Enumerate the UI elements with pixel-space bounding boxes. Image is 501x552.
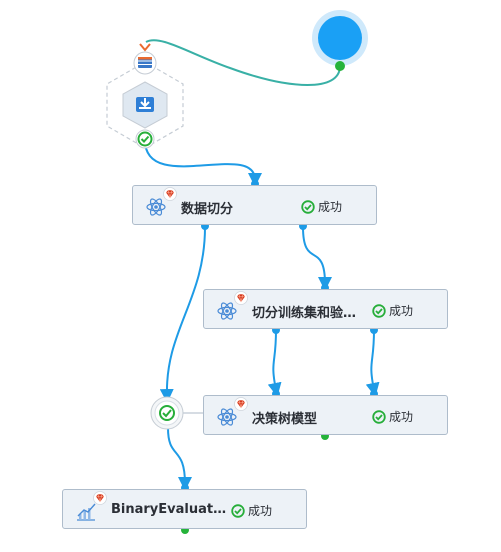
node-status-label: 成功 (318, 200, 343, 214)
node-decision-tree[interactable]: 决策树模型 成功 (203, 395, 448, 435)
node-status: 成功 (231, 502, 272, 519)
ruby-icon (93, 491, 107, 505)
node-status: 成功 (372, 408, 413, 425)
edge-split-to-trainsplit (302, 226, 332, 291)
node-title: 决策树模型 (252, 412, 318, 427)
node-train-split[interactable]: 切分训练集和验… 成功 (203, 289, 448, 329)
line-chart-icon (77, 503, 96, 521)
edge-split-to-evalport (159, 226, 206, 403)
node-status: 成功 (372, 302, 413, 319)
atom-icon (217, 408, 237, 426)
edge-port-to-eval (167, 427, 192, 491)
node-title: BinaryEvaluato… (111, 502, 231, 517)
input-node-success-icon (135, 129, 155, 149)
success-check-icon (301, 199, 315, 214)
ruby-icon (234, 291, 248, 305)
node-title: 数据切分 (181, 202, 234, 217)
atom-icon (217, 302, 237, 320)
inbox-download-icon (136, 97, 154, 112)
ruby-icon (163, 187, 177, 201)
success-check-icon (372, 303, 386, 318)
start-node[interactable] (318, 16, 362, 60)
node-data-split[interactable]: 数据切分 成功 (132, 185, 377, 225)
start-node-out-port[interactable] (335, 61, 345, 71)
edge-trainsplit-to-tree-2 (365, 329, 380, 397)
edge-start-to-input (145, 39, 341, 86)
success-check-icon (231, 503, 245, 518)
node-status-label: 成功 (389, 410, 414, 424)
node-status-label: 成功 (389, 304, 414, 318)
input-in-marker-icon (139, 43, 151, 52)
node-status: 成功 (301, 198, 342, 215)
edge-input-to-split (144, 139, 262, 187)
ruby-icon (234, 397, 248, 411)
node-status-label: 成功 (248, 504, 273, 518)
node-binary-evaluator[interactable]: BinaryEvaluato… 成功 (62, 489, 307, 529)
data-table-icon (133, 51, 157, 75)
edge-trainsplit-to-tree-1 (267, 329, 282, 397)
atom-icon (146, 198, 166, 216)
model-port-node[interactable] (150, 396, 184, 430)
node-title: 切分训练集和验… (252, 306, 357, 321)
success-check-icon (372, 409, 386, 424)
